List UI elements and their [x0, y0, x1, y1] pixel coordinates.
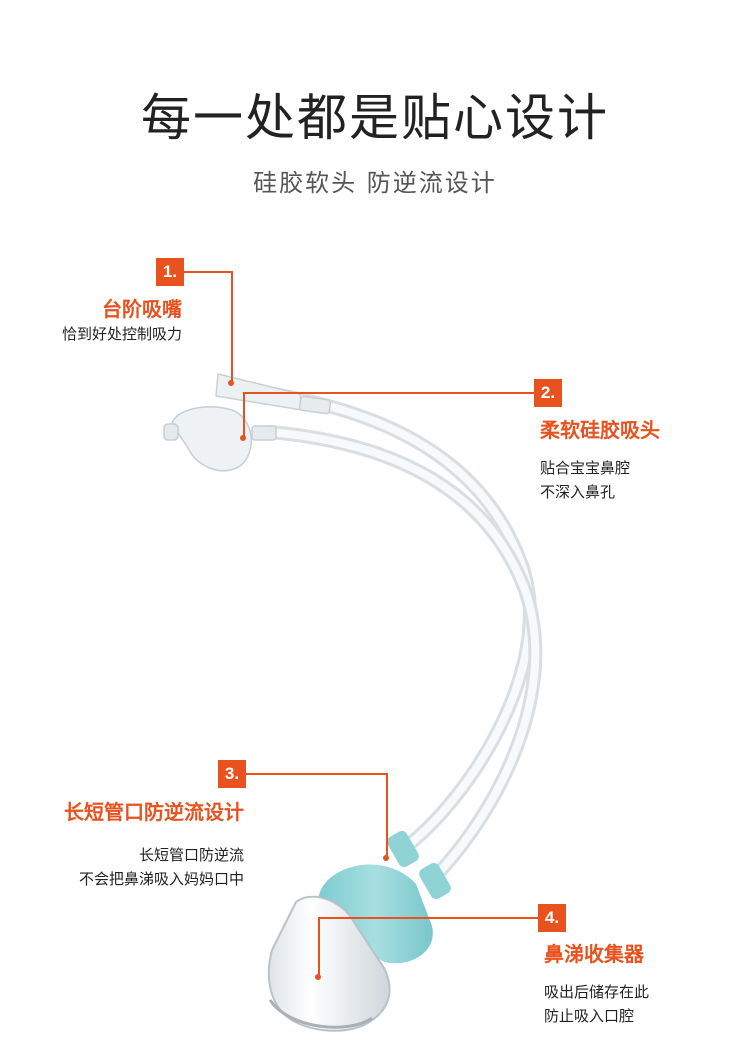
feature-2-leader-horizontal [243, 392, 535, 394]
feature-3-leader-vertical [386, 773, 388, 858]
feature-4-desc-line: 防止吸入口腔 [544, 1007, 635, 1025]
feature-3-title: 长短管口防逆流设计 [64, 800, 244, 824]
feature-4-leader-horizontal [318, 917, 539, 919]
page-subtitle: 硅胶软头 防逆流设计 [253, 169, 497, 197]
feature-1-desc: 恰到好处控制吸力 [20, 322, 182, 346]
feature-2-badge: 2. [534, 379, 562, 407]
feature-1-desc-line: 恰到好处控制吸力 [61, 325, 182, 343]
feature-2-desc-line: 贴合宝宝鼻腔 [540, 459, 631, 477]
feature-1-badge: 1. [156, 258, 184, 286]
tube-sleeve-short [419, 862, 451, 900]
page-title: 每一处都是贴心设计 [141, 89, 609, 147]
feature-3-desc: 长短管口防逆流 不会把鼻涕吸入妈妈口中 [20, 843, 244, 891]
feature-3-leader-horizontal [246, 773, 387, 775]
feature-2-leader-vertical [243, 392, 245, 437]
mucus-collector-cup [267, 895, 391, 1032]
feature-2-title: 柔软硅胶吸头 [540, 418, 660, 442]
feature-2-desc-line: 不深入鼻孔 [540, 483, 616, 501]
feature-3-pointer-dot [383, 855, 389, 861]
feature-4-pointer-dot [315, 974, 321, 980]
feature-4-desc: 吸出后储存在此 防止吸入口腔 [544, 980, 649, 1028]
silicone-cap [317, 864, 433, 964]
feature-1-leader-vertical [231, 271, 233, 383]
feature-2-desc: 贴合宝宝鼻腔 不深入鼻孔 [540, 456, 630, 504]
feature-2-pointer-dot [240, 435, 246, 441]
feature-1-title: 台阶吸嘴 [102, 297, 182, 321]
long-tube [225, 381, 537, 857]
feature-3-badge: 3. [218, 760, 246, 788]
feature-4-leader-vertical [318, 917, 320, 977]
feature-4-desc-line: 吸出后储存在此 [544, 983, 650, 1001]
tube-sleeve-long [387, 830, 419, 868]
feature-1-pointer-dot [228, 380, 234, 386]
feature-4-badge: 4. [538, 904, 566, 932]
silicone-nose-tip [163, 406, 277, 472]
feature-4-title: 鼻涕收集器 [544, 942, 644, 966]
feature-3-desc-line: 不会把鼻涕吸入妈妈口中 [78, 870, 244, 888]
feature-1-leader-horizontal [184, 271, 232, 273]
short-tube [263, 425, 543, 887]
feature-3-desc-line: 长短管口防逆流 [138, 846, 244, 864]
